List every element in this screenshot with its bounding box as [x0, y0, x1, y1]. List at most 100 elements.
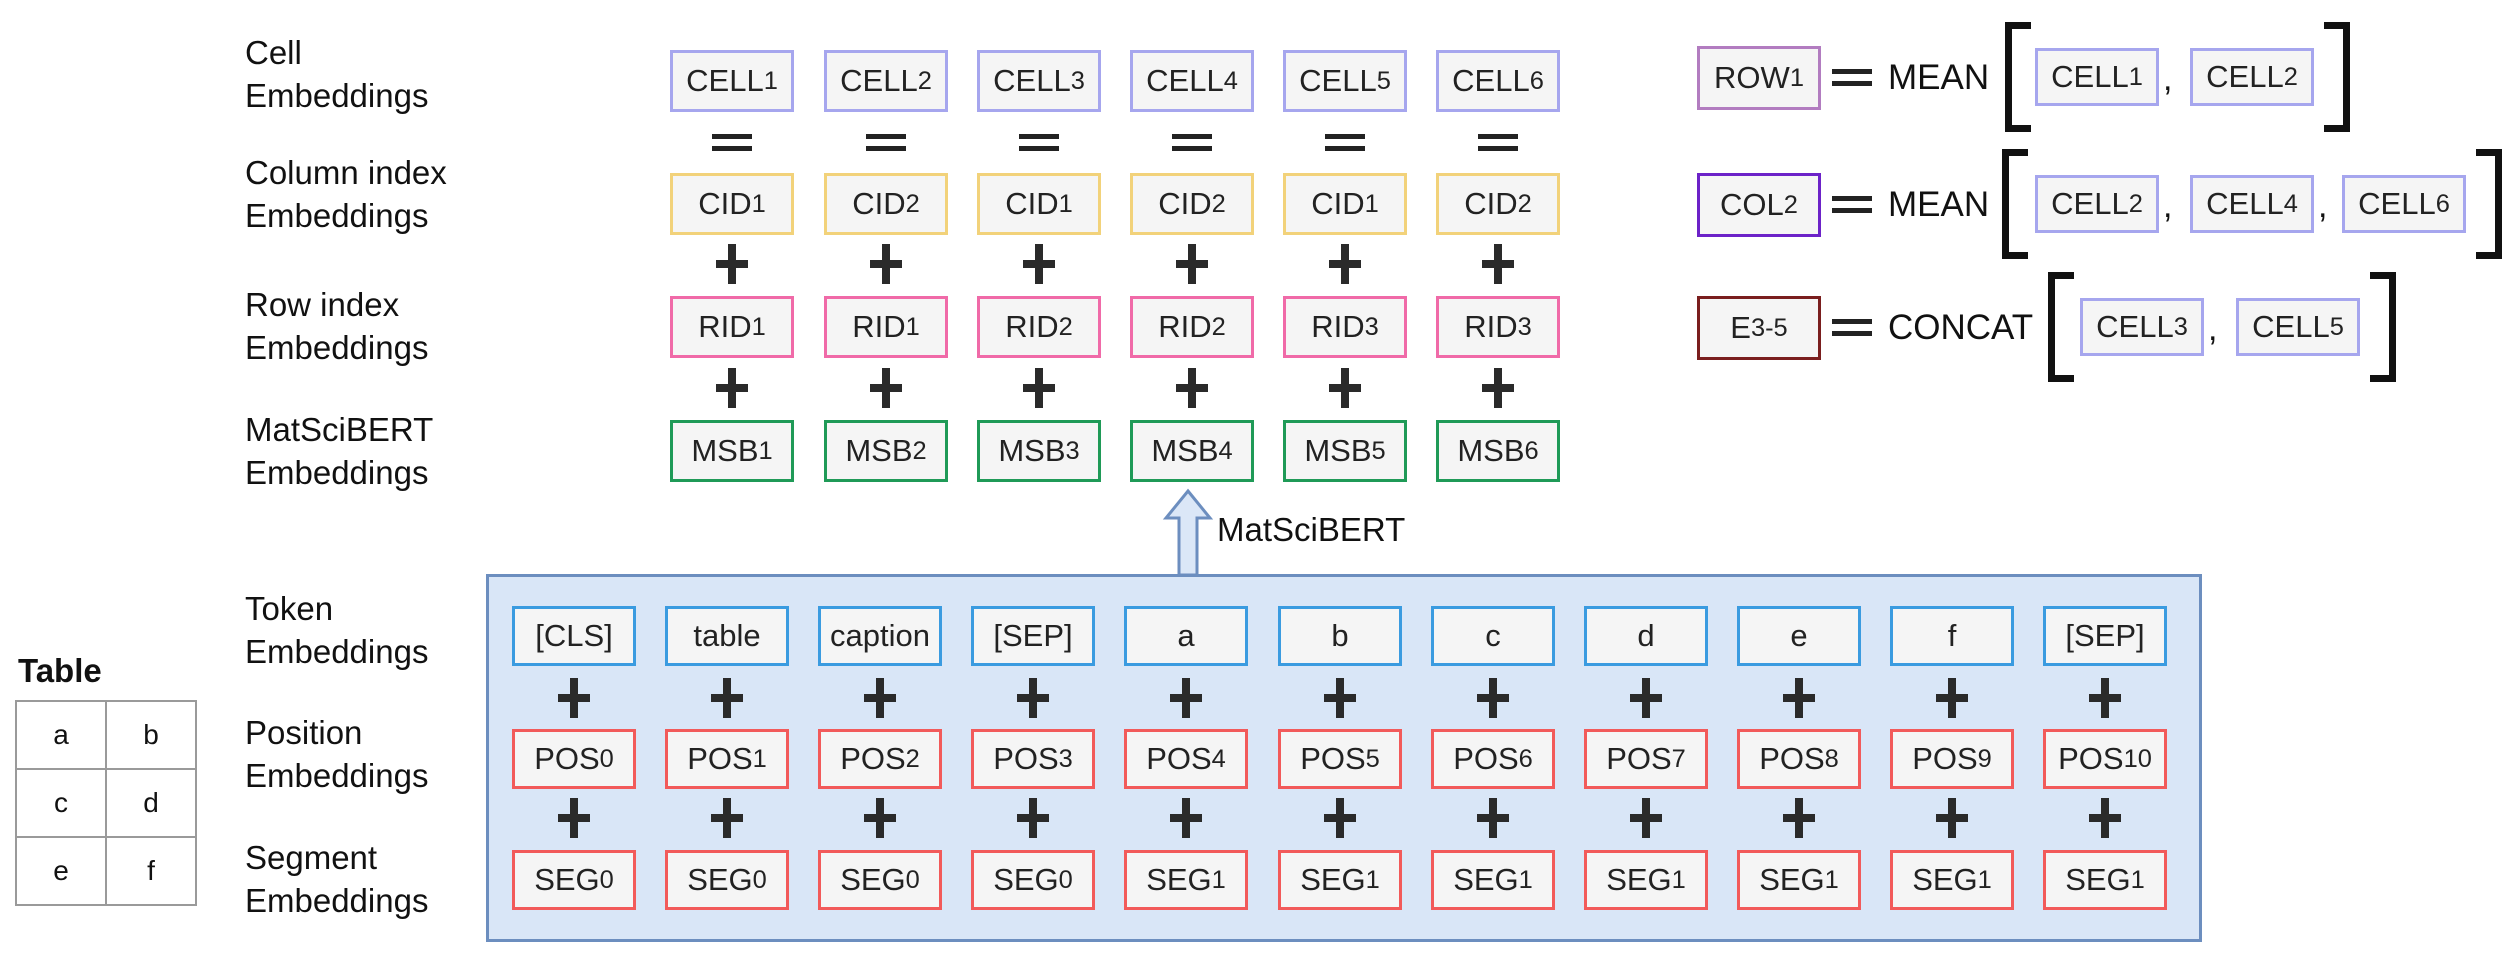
- plus-icon: [1316, 798, 1364, 838]
- row-index-box-text: RID: [1158, 309, 1212, 344]
- col-formula-lhs-box-text: COL: [1720, 187, 1784, 222]
- edge-formula-arg-box-text: CELL: [2096, 309, 2174, 344]
- matscibert-embedding-box-text: MSB: [1457, 433, 1525, 468]
- plus-icon: [550, 798, 598, 838]
- plus-icon: [1321, 244, 1369, 284]
- position-embedding-box-text: POS: [993, 741, 1059, 776]
- row-index-box-text: RID: [852, 309, 906, 344]
- table-cell: b: [105, 700, 197, 770]
- equals-icon: [1828, 184, 1876, 224]
- right-bracket-icon: [2370, 272, 2396, 382]
- col-formula-arg-box-text: CELL: [2206, 186, 2284, 221]
- cell-embedding-box-text: CELL: [1452, 63, 1530, 98]
- row-index-box-text: RID: [1464, 309, 1518, 344]
- matscibert-embedding-box-text: MSB: [1304, 433, 1372, 468]
- position-embedding-box-text: POS: [1759, 741, 1825, 776]
- plus-icon: [1009, 678, 1057, 718]
- plus-icon: [550, 678, 598, 718]
- column-index-box-text: CID: [1158, 186, 1212, 221]
- cell-embedding-box-text: CELL: [1299, 63, 1377, 98]
- token-embedding-box: [SEP]: [971, 606, 1095, 666]
- matscibert-arrow-label: MatSciBERT: [1217, 511, 1406, 548]
- table-row: c d: [15, 768, 197, 838]
- plus-icon: [1162, 678, 1210, 718]
- plus-icon: [862, 244, 910, 284]
- column-index-box-text: CID: [698, 186, 752, 221]
- up-arrow-icon: [1162, 488, 1214, 577]
- token-embedding-box: [SEP]: [2043, 606, 2167, 666]
- equals-icon: [1168, 122, 1216, 162]
- edge-formula-arg-box-text: CELL: [2252, 309, 2330, 344]
- row-index-box-text: RID: [698, 309, 752, 344]
- plus-icon: [1928, 678, 1976, 718]
- table-cell: e: [15, 836, 107, 906]
- plus-icon: [1775, 678, 1823, 718]
- table-row: a b: [15, 700, 197, 770]
- plus-icon: [1775, 798, 1823, 838]
- column-index-box-text: CID: [1005, 186, 1059, 221]
- token-embedding-box: [CLS]: [512, 606, 636, 666]
- plus-icon: [708, 368, 756, 408]
- segment-embedding-box-text: SEG: [1606, 862, 1672, 897]
- col-formula-arg-box-text: CELL: [2051, 186, 2129, 221]
- edge-formula-lhs-box-text: E: [1730, 310, 1751, 345]
- comma-separator: ,: [2163, 187, 2173, 225]
- row-formula-arg-box-text: CELL: [2206, 59, 2284, 94]
- comma-separator: ,: [2208, 310, 2218, 348]
- row-formula-operator: MEAN: [1888, 58, 1990, 97]
- left-bracket-icon: [2048, 272, 2074, 382]
- row-formula-lhs-box-text: ROW: [1714, 60, 1790, 95]
- plus-icon: [1622, 678, 1670, 718]
- segment-embedding-box-text: SEG: [840, 862, 906, 897]
- plus-icon: [1469, 678, 1517, 718]
- token-embedding-box: e: [1737, 606, 1861, 666]
- plus-icon: [1162, 798, 1210, 838]
- plus-icon: [1009, 798, 1057, 838]
- position-embedding-box-text: POS: [1300, 741, 1366, 776]
- plus-icon: [2081, 678, 2129, 718]
- plus-icon: [1316, 678, 1364, 718]
- plus-icon: [1474, 244, 1522, 284]
- equals-icon: [1474, 122, 1522, 162]
- column-index-box-text: CID: [1311, 186, 1365, 221]
- segment-embedding-box-text: SEG: [1453, 862, 1519, 897]
- col-formula-arg-box-text: CELL: [2358, 186, 2436, 221]
- table-cell: f: [105, 836, 197, 906]
- position-embedding-box-text: POS: [1912, 741, 1978, 776]
- plus-icon: [1321, 368, 1369, 408]
